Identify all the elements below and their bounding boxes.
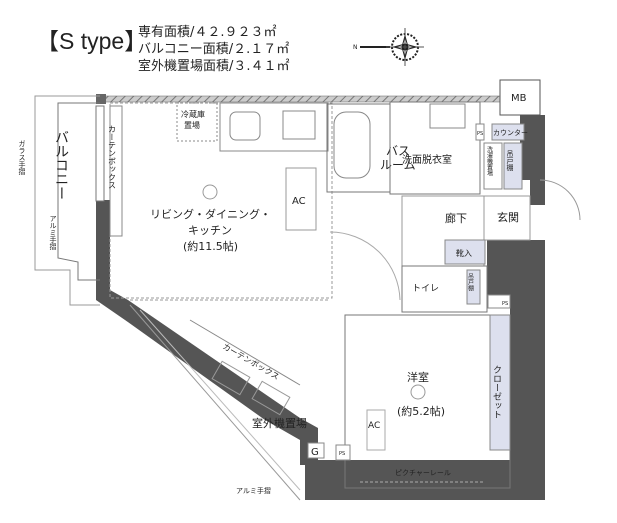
plan-shape <box>139 309 301 491</box>
plan-shape <box>401 34 409 60</box>
kitchen-counter <box>219 102 329 152</box>
ceiling-light-icon <box>202 184 218 200</box>
mb-space <box>499 79 541 116</box>
plan-label: G <box>311 447 319 458</box>
hanging-shelf <box>503 142 523 190</box>
top-wall <box>99 95 501 103</box>
plan-shape <box>34 95 100 306</box>
mb-label: MB <box>511 93 527 104</box>
plan-shape <box>335 444 351 461</box>
bathtub <box>333 111 371 179</box>
plan-shape <box>129 304 301 501</box>
closet-label: クローゼット <box>491 365 502 419</box>
ac-unit <box>285 167 317 231</box>
exclusive-area: 専有面積/４２.９２３㎡ <box>138 25 277 40</box>
plan-label: AC <box>292 196 306 207</box>
plan-label: カウンター <box>493 128 528 137</box>
wash-basin <box>429 103 466 129</box>
curtain-box <box>109 105 123 237</box>
plan-shape <box>530 180 545 205</box>
plan-shape <box>251 380 291 416</box>
plan-label: AC <box>368 421 380 431</box>
alu-rail-bottom-label: アルミ手摺 <box>236 486 271 495</box>
outdoor-unit-label: 室外機置場 <box>252 416 307 430</box>
hall-door[interactable] <box>329 231 401 301</box>
bath-label: バス <box>386 144 410 158</box>
top-left-column <box>96 94 106 104</box>
plan-shape <box>466 269 481 305</box>
plan-label: PS <box>477 131 483 137</box>
plan-shape <box>475 123 485 141</box>
plan-label: 置場 <box>184 120 200 130</box>
plan-shape <box>392 43 418 51</box>
balcony-outline <box>57 102 100 281</box>
plan-label: (約11.5帖) <box>183 239 238 253</box>
plan-shape <box>211 360 251 396</box>
plan-label: ルーム <box>380 158 416 172</box>
balcony-area: バルコニー面積/２.１７㎡ <box>138 42 290 57</box>
plan-label: N <box>353 44 358 51</box>
sink <box>229 111 261 141</box>
front-door[interactable] <box>539 179 581 221</box>
ldk-label: リビング・ダイニング・ <box>150 207 271 221</box>
plan-shape <box>189 319 301 386</box>
compass-icon: N <box>353 28 424 66</box>
outdoor-unit-area: 室外機置場面積/３.４１㎡ <box>138 59 290 74</box>
glass-rail-label: ガラス手摺 <box>18 140 26 176</box>
plan-label: 冷蔵庫 <box>181 109 205 119</box>
stove <box>282 110 316 140</box>
curtain-box-label: カーテンボックス <box>108 125 117 189</box>
plan-label: 洗濯機置場 <box>486 145 493 177</box>
alu-rail-label: アルミ手摺 <box>49 215 57 251</box>
plan-shape <box>487 240 545 295</box>
plan-shape <box>410 384 426 400</box>
washroom-label: 洗面脱衣室 <box>402 153 452 166</box>
area-list: 専有面積/４２.９２３㎡ バルコニー面積/２.１７㎡ 室外機置場面積/３.４１㎡ <box>138 24 290 75</box>
window-balcony <box>95 105 105 202</box>
washer-space <box>483 142 503 190</box>
gas-meter <box>307 442 325 459</box>
plan-label: PS <box>339 451 345 457</box>
plan-shape <box>487 294 511 309</box>
entrance <box>483 195 531 241</box>
counter <box>491 123 525 141</box>
plan-shape <box>345 488 515 500</box>
toilet-room <box>401 265 488 313</box>
picture-rail-label: ピクチャーレール <box>395 469 451 477</box>
plan-label: PS <box>502 301 508 307</box>
plan-label: 靴入 <box>456 248 472 258</box>
plan-label: 吊戸棚 <box>467 273 474 292</box>
plan-label: (約5.2帖) <box>397 404 445 418</box>
shoe-box <box>444 239 486 265</box>
plan-shape <box>366 409 386 451</box>
plan-label: キッチン <box>188 224 232 237</box>
hall-label: 廊下 <box>445 211 467 225</box>
fridge-space <box>176 102 218 142</box>
plan-label: 吊戸棚 <box>506 150 514 172</box>
western-room-label: 洋室 <box>407 370 429 384</box>
washroom <box>389 101 481 195</box>
toilet-label: トイレ <box>412 284 439 294</box>
balcony-label: バルコニー <box>53 130 69 200</box>
left-wall <box>96 200 300 440</box>
entrance-label: 玄関 <box>497 210 519 224</box>
plan-type-title: 【S type】 <box>36 28 148 54</box>
closet <box>489 314 511 451</box>
